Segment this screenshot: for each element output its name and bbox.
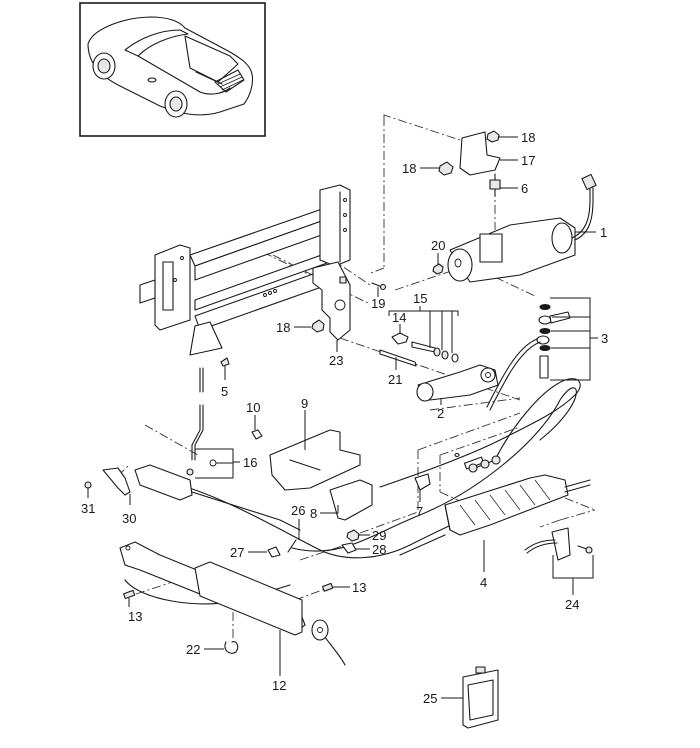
callout-30[interactable]: 30 <box>122 511 136 526</box>
callout-18-top[interactable]: 18 <box>521 130 535 145</box>
callout-8[interactable]: 8 <box>310 506 317 521</box>
part-14-screw <box>391 332 409 345</box>
part-5-clip <box>220 357 230 367</box>
part-4-cylinder <box>399 474 591 556</box>
part-19-screw <box>371 282 387 291</box>
part-27-clip <box>267 546 281 558</box>
part-13-nipple-left <box>123 589 136 600</box>
part-30-lever <box>102 467 131 496</box>
car-illustration <box>87 16 254 118</box>
callout-12[interactable]: 12 <box>272 678 286 693</box>
part-2-valve-block <box>416 364 499 402</box>
vehicle-inset <box>79 2 266 137</box>
part-10-rivet <box>251 429 263 440</box>
callout-18-left[interactable]: 18 <box>402 161 416 176</box>
callout-4[interactable]: 4 <box>480 575 487 590</box>
part-29-nut <box>346 529 360 542</box>
part-22-clamp <box>224 641 239 654</box>
callout-22[interactable]: 22 <box>186 642 200 657</box>
callout-6[interactable]: 6 <box>521 181 528 196</box>
callout-16[interactable]: 16 <box>243 455 257 470</box>
callout-26[interactable]: 26 <box>291 503 305 518</box>
slide-carriage <box>134 464 301 531</box>
callout-13-left[interactable]: 13 <box>128 609 142 624</box>
part-7-clip <box>414 473 431 491</box>
callout-17[interactable]: 17 <box>521 153 535 168</box>
part-21-pin <box>379 349 417 367</box>
part-18-nut-top <box>486 130 500 143</box>
part-20-nut <box>432 263 444 275</box>
callout-1[interactable]: 1 <box>600 225 607 240</box>
callouts: 18 17 18 6 1 20 19 15 14 18 23 <box>81 130 608 706</box>
callout-5[interactable]: 5 <box>221 384 228 399</box>
callout-15[interactable]: 15 <box>413 291 427 306</box>
part-26-tie <box>287 539 297 553</box>
callout-20[interactable]: 20 <box>431 238 445 253</box>
part-23-mounting-plate <box>312 261 351 341</box>
callout-7[interactable]: 7 <box>416 504 423 519</box>
top-frame-assembly <box>139 184 351 356</box>
callout-19[interactable]: 19 <box>371 296 385 311</box>
callout-23[interactable]: 23 <box>329 353 343 368</box>
part-8-bracket <box>329 479 373 521</box>
callout-29[interactable]: 29 <box>372 528 386 543</box>
callout-2[interactable]: 2 <box>437 406 444 421</box>
part-31-screw <box>84 481 92 489</box>
callout-10[interactable]: 10 <box>246 400 260 415</box>
part-13-nipple-right <box>322 582 334 592</box>
part-18-nut-left <box>438 161 454 176</box>
callout-21[interactable]: 21 <box>388 372 402 387</box>
part-6-rubber-mount <box>489 173 501 197</box>
part-25-fluid-bottle <box>462 666 499 729</box>
part-28-clip <box>341 542 357 554</box>
callout-28[interactable]: 28 <box>372 542 386 557</box>
part-3-banjo-set <box>536 304 571 379</box>
part-18-nut-plate <box>311 319 325 333</box>
part-9-cover <box>269 429 361 491</box>
callout-27[interactable]: 27 <box>230 545 244 560</box>
callout-3[interactable]: 3 <box>601 331 608 346</box>
part-1-pump-motor <box>447 173 597 283</box>
callout-9[interactable]: 9 <box>301 396 308 411</box>
callout-13-right[interactable]: 13 <box>352 580 366 595</box>
part-16-link-rod <box>186 367 217 476</box>
callout-25[interactable]: 25 <box>423 691 437 706</box>
part-17-bracket <box>459 131 501 176</box>
callout-24[interactable]: 24 <box>565 597 579 612</box>
part-15-valve-kit <box>411 341 459 363</box>
callout-18-plate[interactable]: 18 <box>276 320 290 335</box>
washers <box>468 455 501 473</box>
callout-14[interactable]: 14 <box>392 310 406 325</box>
callout-31[interactable]: 31 <box>81 501 95 516</box>
part-24-sensor <box>524 527 593 561</box>
part-12-main-cylinder <box>119 541 329 641</box>
